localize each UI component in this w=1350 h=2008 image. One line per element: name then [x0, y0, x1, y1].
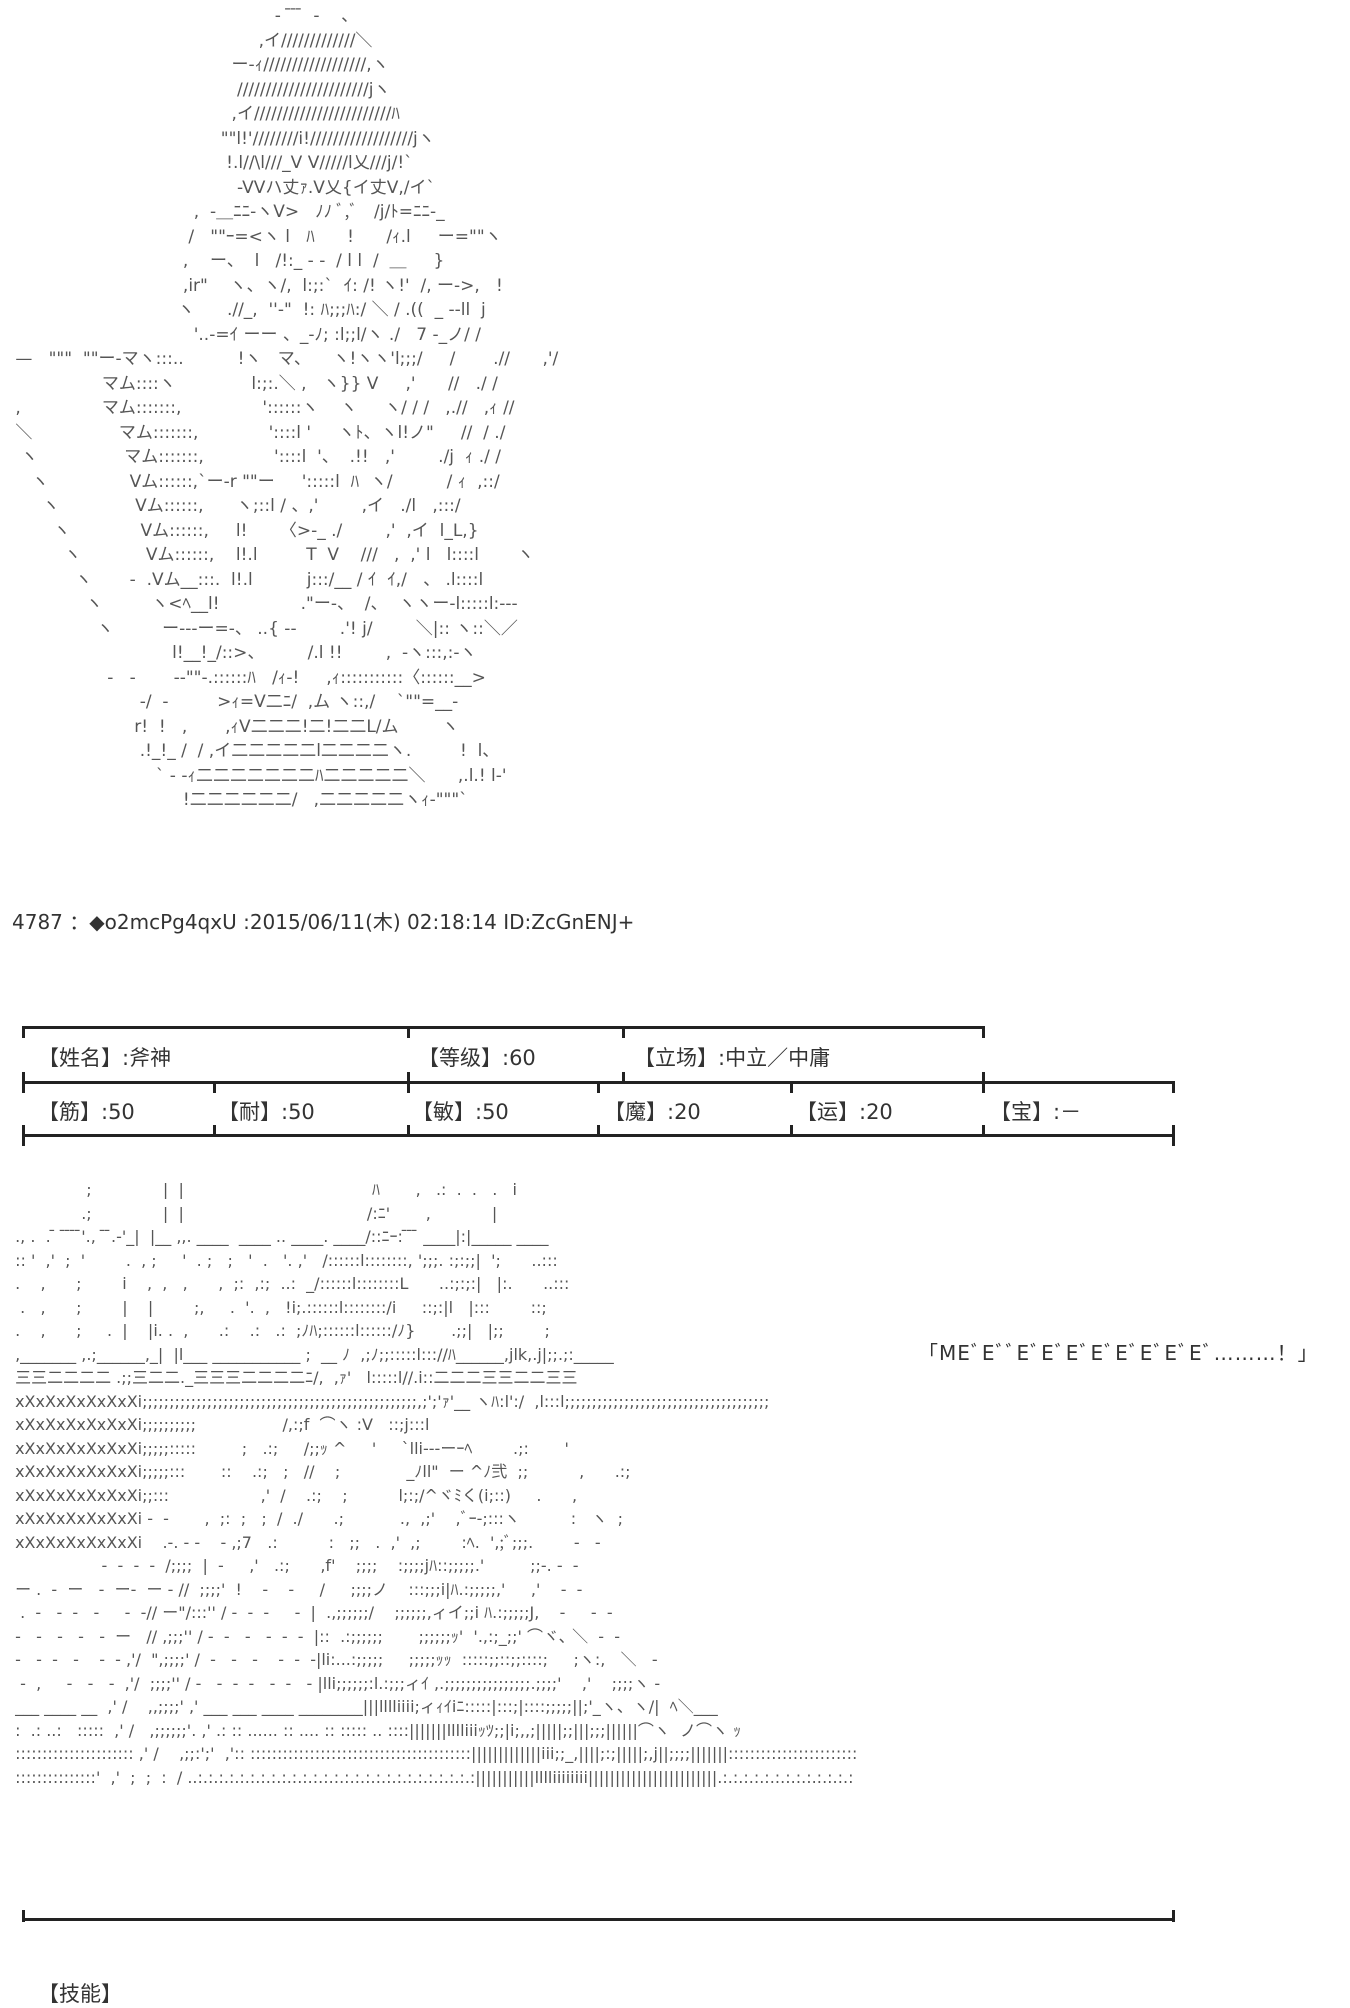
status-tick [1172, 1081, 1175, 1093]
status-tick [22, 1134, 25, 1146]
status-luck: 【运】:20 [796, 1100, 893, 1124]
status-tick [622, 1026, 625, 1038]
status-rule-top [22, 1026, 985, 1029]
status-tick [22, 1072, 25, 1084]
status-tick [1172, 1125, 1175, 1137]
status-tick [1172, 1134, 1175, 1146]
status-tick [407, 1026, 410, 1038]
status-endurance: 【耐】:50 [218, 1100, 315, 1124]
ascii-art-axe-god-portrait: - ̄ ̄ ̄ - 、 ,イ/////////////＼ ー-ｨ////////… [15, 6, 559, 810]
status-tick [22, 1081, 25, 1093]
status-tick [790, 1081, 793, 1093]
status-tick [22, 1125, 25, 1137]
status-rule-bottom [22, 1134, 1175, 1137]
status-tick [622, 1072, 625, 1084]
status-tick [982, 1026, 985, 1038]
status-tick [213, 1125, 216, 1137]
status-tick [982, 1072, 985, 1084]
status-agility: 【敏】:50 [412, 1100, 509, 1124]
status-tick [22, 1910, 25, 1922]
status-strength: 【筋】:50 [38, 1100, 135, 1124]
skills-section-label: 【技能】 [38, 1982, 122, 2006]
status-magic: 【魔】:20 [604, 1100, 701, 1124]
status-tick [982, 1125, 985, 1137]
post-header: 4787 ：◆o2mcPg4qxU :2015/06/11(木) 02:18:1… [12, 910, 635, 934]
status-rule-mid [22, 1081, 1175, 1084]
status-tick [982, 1081, 985, 1093]
status-rule-end [22, 1918, 1175, 1921]
status-tick [407, 1081, 410, 1093]
status-tick [407, 1125, 410, 1137]
status-tick [1172, 1910, 1175, 1922]
status-tick [597, 1081, 600, 1093]
status-tick [790, 1125, 793, 1137]
status-name: 【姓名】:斧神 [38, 1046, 172, 1070]
dialogue-shout: 「MEﾞEﾞﾞEﾞEﾞEﾞEﾞEﾞEﾞEﾞEﾞ………！」 [918, 1341, 1319, 1365]
status-noble-phantasm: 【宝】:－ [990, 1100, 1082, 1124]
ascii-art-rainy-street-scene: ; | | ﾊ , .: . . . i .; | | /:ﾆ' , | ., … [15, 1180, 858, 1787]
status-tick [213, 1081, 216, 1093]
status-level: 【等级】:60 [418, 1046, 536, 1070]
status-tick [597, 1125, 600, 1137]
status-alignment: 【立场】:中立／中庸 [634, 1046, 831, 1070]
status-tick [22, 1026, 25, 1038]
status-tick [407, 1072, 410, 1084]
